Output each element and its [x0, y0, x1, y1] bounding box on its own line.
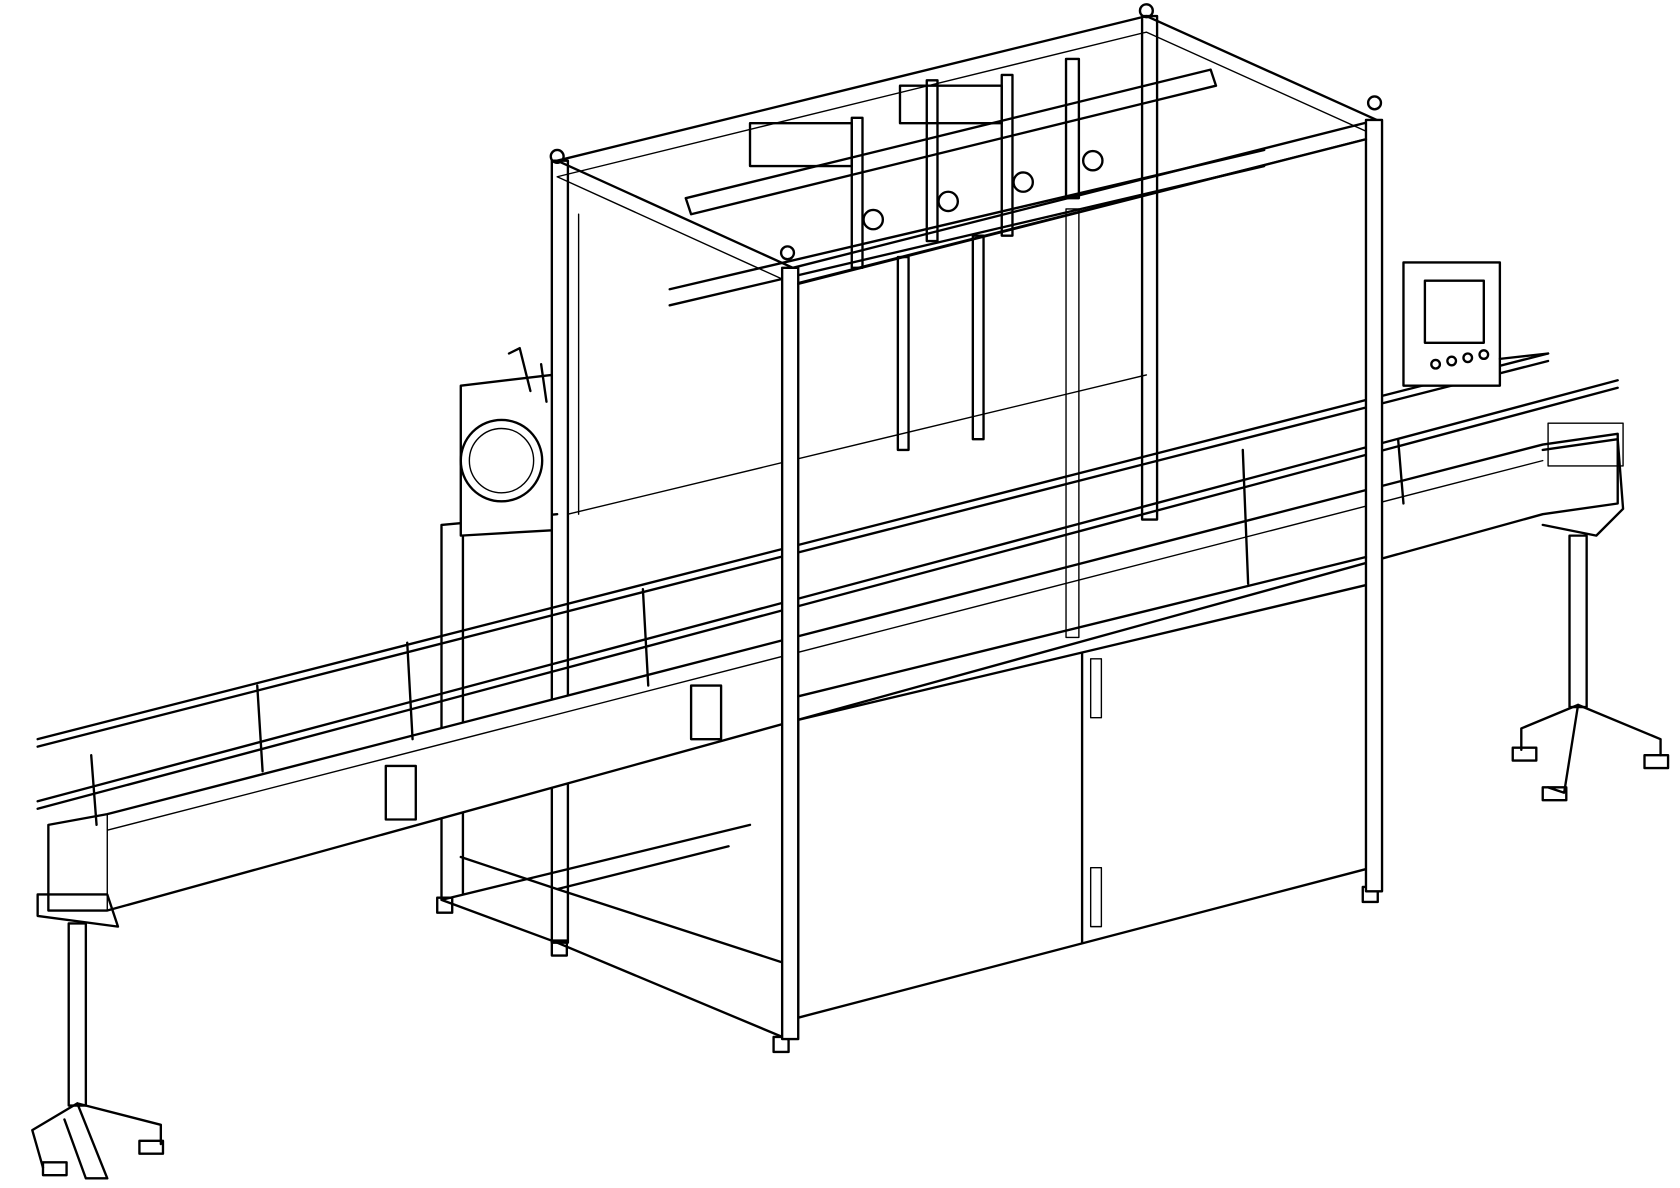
filling-heads — [668, 57, 1266, 452]
lifting-eyes — [549, 3, 1383, 261]
left-conveyor-stand — [31, 922, 165, 1180]
round-window-housing — [459, 346, 554, 537]
right-conveyor-stand — [1511, 534, 1670, 802]
control-screen — [1423, 279, 1485, 344]
control-panel — [1402, 261, 1550, 387]
guide-rails — [36, 352, 1619, 827]
front-posts — [780, 118, 1384, 1041]
conveyor — [36, 422, 1625, 928]
